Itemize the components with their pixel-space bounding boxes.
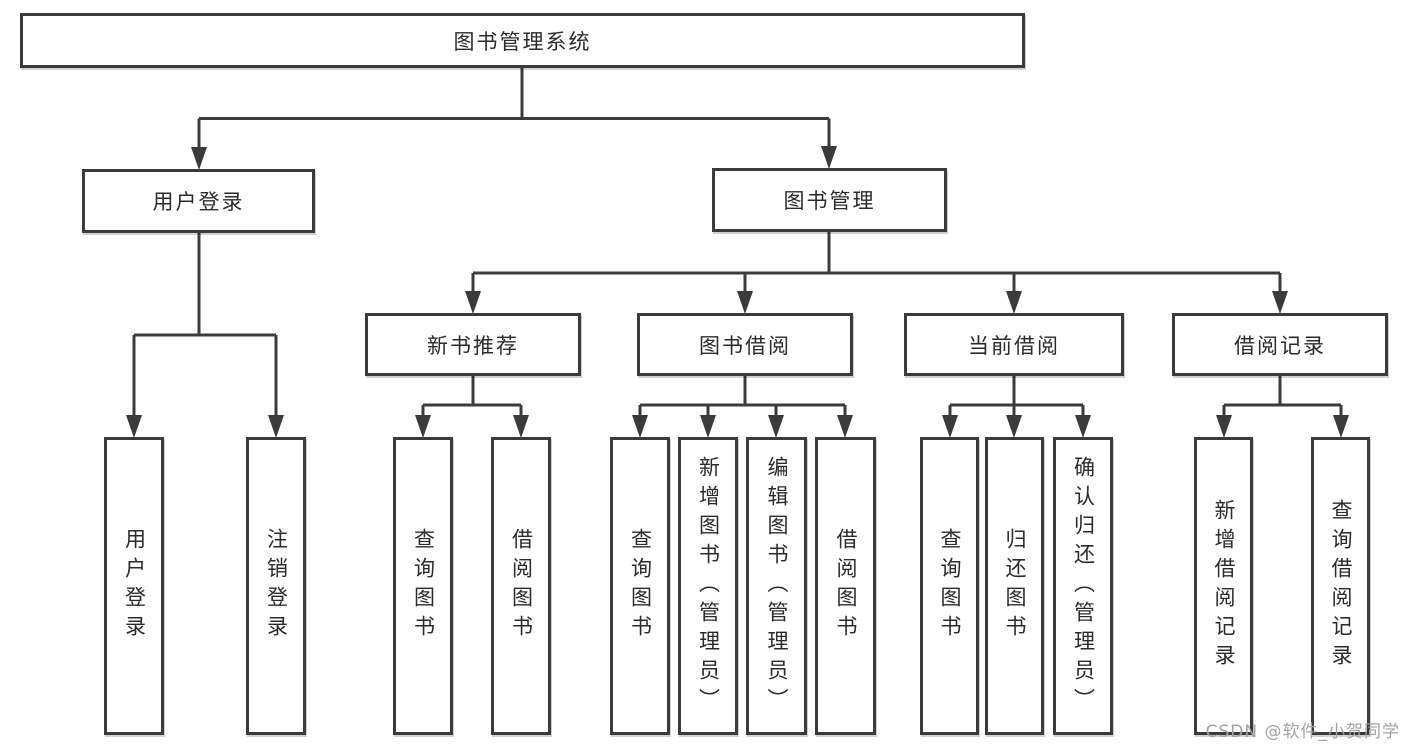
node-leaf-query-borrow-record: 查询借阅记录 [1311,437,1370,735]
node-label: 借阅记录 [1234,333,1326,358]
node-leaf-query-books-current: 查询图书 [920,437,979,735]
node-leaf-edit-book-admin: 编辑图书（管理员） [746,437,807,735]
node-leaf-return-book: 归还图书 [985,437,1044,735]
csdn-watermark: CSDN @软件_小贺同学 [1205,722,1400,742]
node-label: 借阅图书 [509,528,534,644]
node-book-borrow: 图书借阅 [637,313,853,376]
node-label: 编辑图书（管理员） [765,455,789,717]
node-label: 归还图书 [1003,528,1027,644]
node-current-borrow: 当前借阅 [904,313,1124,376]
node-label: 确认归还（管理员） [1071,455,1096,717]
node-label: 当前借阅 [968,333,1060,358]
node-label: 用户登录 [152,190,245,214]
node-label: 用户登录 [122,528,147,644]
node-label: 查询借阅记录 [1329,499,1353,673]
node-leaf-borrow-books: 借阅图书 [815,437,876,735]
node-label: 借阅图书 [834,528,858,644]
node-leaf-logout: 注销登录 [246,437,306,735]
node-label: 图书管理 [783,189,876,213]
node-label: 新书推荐 [427,333,519,358]
node-borrow-records: 借阅记录 [1172,313,1388,376]
node-user-login: 用户登录 [82,169,315,233]
node-label: 查询图书 [628,528,653,644]
node-label: 注销登录 [264,528,289,644]
node-label: 新增图书（管理员） [696,455,721,717]
node-label: 图书管理系统 [453,29,592,54]
node-label: 新增借阅记录 [1212,499,1236,673]
arrowheads [126,146,1349,438]
node-label: 查询图书 [411,528,436,644]
node-leaf-add-book-admin: 新增图书（管理员） [678,437,738,735]
node-leaf-query-books-recommend: 查询图书 [393,437,453,735]
node-leaf-add-borrow-record: 新增借阅记录 [1194,437,1253,735]
node-leaf-borrow-books-recommend: 借阅图书 [491,437,551,735]
node-new-book-recommend: 新书推荐 [365,313,581,376]
connector-edges [132,68,1343,417]
node-label: 图书借阅 [699,333,791,358]
node-library-management-system: 图书管理系统 [20,13,1025,68]
node-book-management: 图书管理 [712,168,947,232]
node-label: 查询图书 [938,528,962,644]
node-leaf-confirm-return-admin: 确认归还（管理员） [1053,437,1113,735]
node-leaf-user-login: 用户登录 [104,437,164,735]
node-leaf-query-books-borrow: 查询图书 [610,437,670,735]
